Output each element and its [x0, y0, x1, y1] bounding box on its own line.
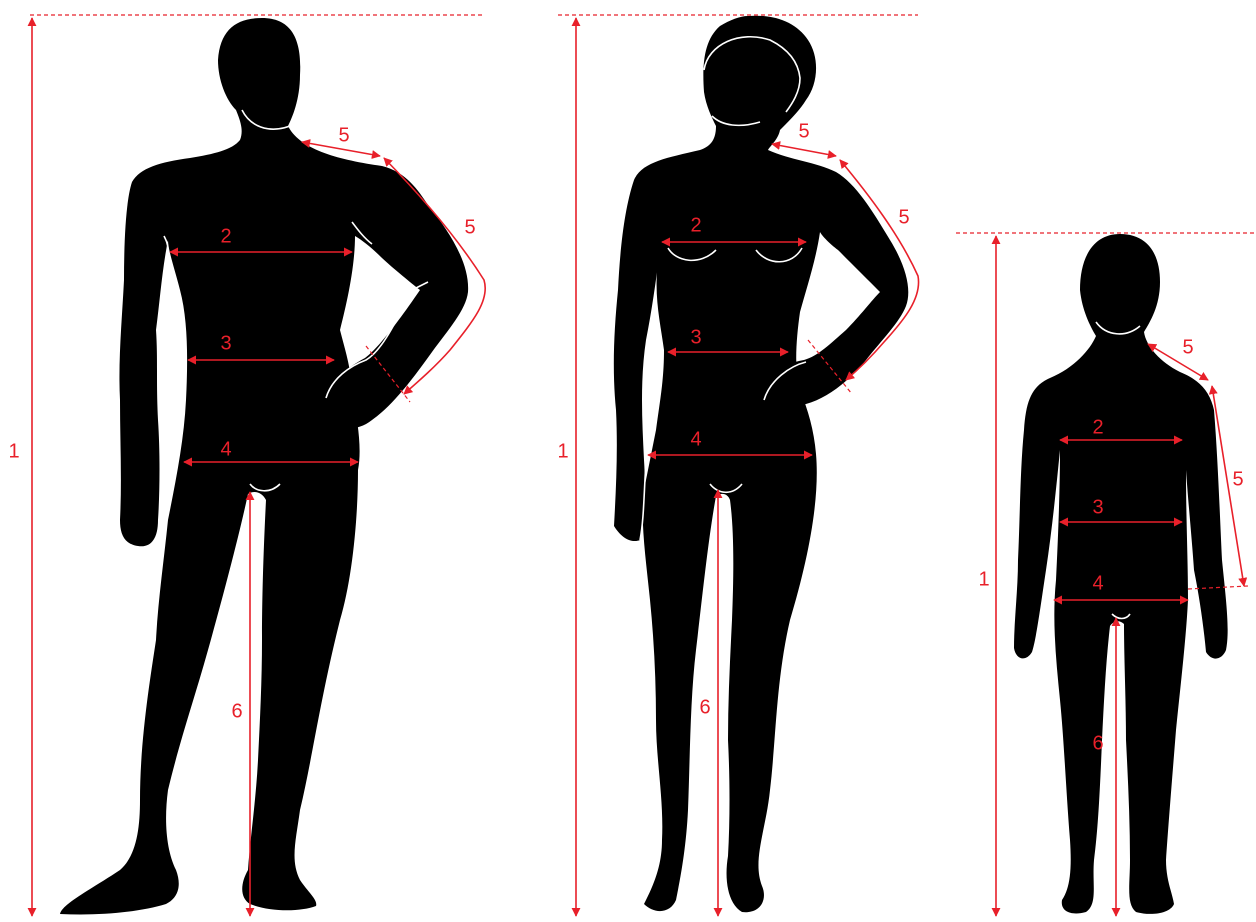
woman-chest-label: 2 [690, 214, 701, 236]
child-height-label: 1 [978, 568, 989, 590]
child-figure [1014, 234, 1228, 914]
man-shoulder-label: 5 [338, 124, 349, 146]
woman-figure [614, 16, 908, 912]
man-chest-label: 2 [220, 225, 231, 247]
man-waist-label: 3 [220, 332, 231, 354]
child-sleeve-label: 5 [1232, 468, 1243, 490]
woman-shoulder-arrow [772, 144, 836, 156]
child-inseam-label: 6 [1092, 732, 1103, 754]
woman-height-label: 1 [557, 440, 568, 462]
man-inseam-label: 6 [231, 700, 242, 722]
man-hips-label: 4 [220, 438, 231, 460]
child-shoulder-label: 5 [1182, 336, 1193, 358]
woman-silhouette [614, 16, 908, 912]
woman-shoulder-label: 5 [798, 120, 809, 142]
child-silhouette [1014, 234, 1228, 914]
child-waist-label: 3 [1092, 496, 1103, 518]
woman-hips-label: 4 [690, 428, 701, 450]
man-silhouette [60, 18, 468, 915]
child-chest-label: 2 [1092, 416, 1103, 438]
child-hips-label: 4 [1092, 572, 1103, 594]
woman-waist-label: 3 [690, 326, 701, 348]
woman-sleeve-label: 5 [898, 206, 909, 228]
man-sleeve-label: 5 [464, 216, 475, 238]
man-figure [60, 18, 468, 915]
man-height-label: 1 [8, 440, 19, 462]
woman-inseam-label: 6 [699, 696, 710, 718]
